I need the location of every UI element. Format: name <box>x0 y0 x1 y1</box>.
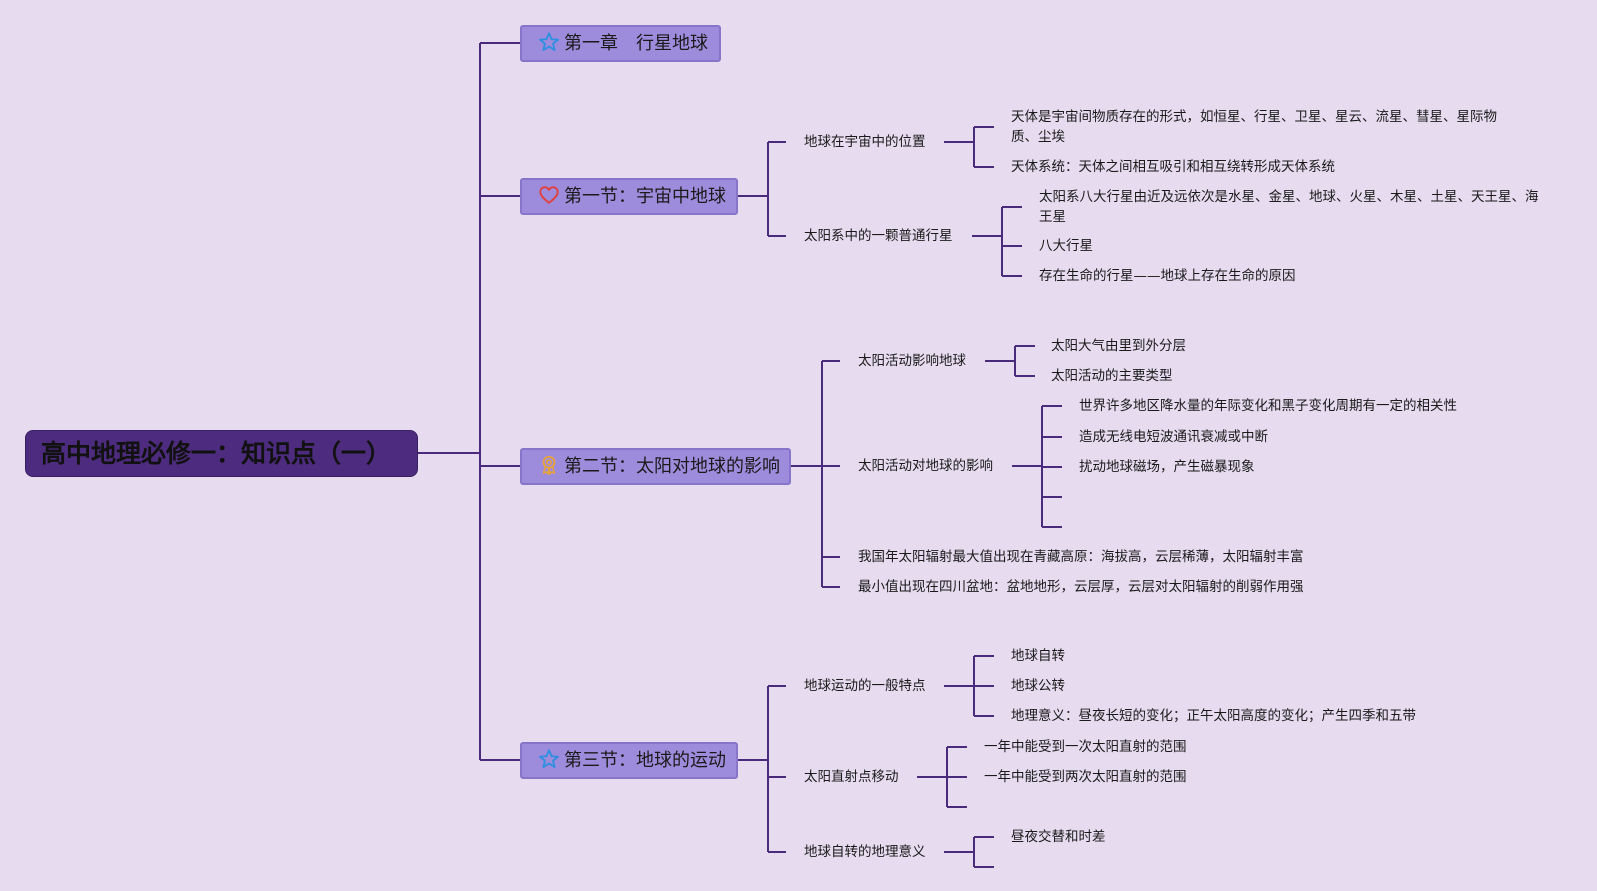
leaf-label[interactable]: 太阳活动的主要类型 <box>1051 368 1173 384</box>
leaf-label[interactable]: 地球自转 <box>1011 648 1065 664</box>
topic-label: 第一章 行星地球 <box>564 33 708 54</box>
branch-label[interactable]: 太阳活动对地球的影响 <box>858 458 993 474</box>
leaf-label[interactable]: 太阳大气由里到外分层 <box>1051 338 1186 354</box>
leaf-label[interactable]: 一年中能受到两次太阳直射的范围 <box>984 769 1187 785</box>
leaf-label[interactable]: 扰动地球磁场，产生磁暴现象 <box>1079 459 1255 475</box>
branch-label[interactable]: 太阳活动影响地球 <box>858 353 966 369</box>
heart-icon <box>538 184 560 206</box>
root-node[interactable]: 高中地理必修一：知识点（一） <box>25 430 418 477</box>
branch-label[interactable]: 太阳系中的一颗普通行星 <box>804 228 953 244</box>
award-icon <box>538 454 560 476</box>
leaf-label[interactable]: 昼夜交替和时差 <box>1011 829 1106 845</box>
topic-section-1[interactable]: 第一节：宇宙中地球 <box>520 178 738 215</box>
leaf-label[interactable]: 世界许多地区降水量的年际变化和黑子变化周期有一定的相关性 <box>1079 398 1457 414</box>
leaf-label[interactable]: 地理意义：昼夜长短的变化；正午太阳高度的变化；产生四季和五带 <box>1011 708 1416 724</box>
leaf-label[interactable]: 一年中能受到一次太阳直射的范围 <box>984 739 1187 755</box>
topic-label: 第一节：宇宙中地球 <box>564 186 726 207</box>
topic-section-2[interactable]: 第二节：太阳对地球的影响 <box>520 448 791 485</box>
leaf-label[interactable]: 八大行星 <box>1039 238 1093 254</box>
leaf-label[interactable]: 地球公转 <box>1011 678 1065 694</box>
star-icon <box>538 31 560 53</box>
topic-label: 第三节：地球的运动 <box>564 750 726 771</box>
branch-label[interactable]: 地球在宇宙中的位置 <box>804 134 926 150</box>
branch-label[interactable]: 我国年太阳辐射最大值出现在青藏高原：海拔高，云层稀薄，太阳辐射丰富 <box>858 549 1304 565</box>
leaf-label[interactable]: 太阳系八大行星由近及远依次是水星、金星、地球、火星、木星、土星、天王星、海王星 <box>1039 189 1539 225</box>
branch-label[interactable]: 太阳直射点移动 <box>804 769 899 785</box>
leaf-label[interactable]: 天体是宇宙间物质存在的形式，如恒星、行星、卫星、星云、流星、彗星、星际物质、尘埃 <box>1011 109 1497 145</box>
leaf-label[interactable]: 天体系统：天体之间相互吸引和相互绕转形成天体系统 <box>1011 159 1335 175</box>
star-icon <box>538 748 560 770</box>
leaf-label[interactable]: 存在生命的行星——地球上存在生命的原因 <box>1039 268 1296 284</box>
topic-label: 第二节：太阳对地球的影响 <box>564 456 780 477</box>
branch-label[interactable]: 地球运动的一般特点 <box>804 678 926 694</box>
topic-chapter-1[interactable]: 第一章 行星地球 <box>520 25 721 62</box>
branch-label[interactable]: 最小值出现在四川盆地：盆地地形，云层厚，云层对太阳辐射的削弱作用强 <box>858 579 1304 595</box>
leaf-label[interactable]: 造成无线电短波通讯衰减或中断 <box>1079 429 1268 445</box>
branch-label[interactable]: 地球自转的地理意义 <box>804 844 926 860</box>
topic-section-3[interactable]: 第三节：地球的运动 <box>520 742 738 779</box>
